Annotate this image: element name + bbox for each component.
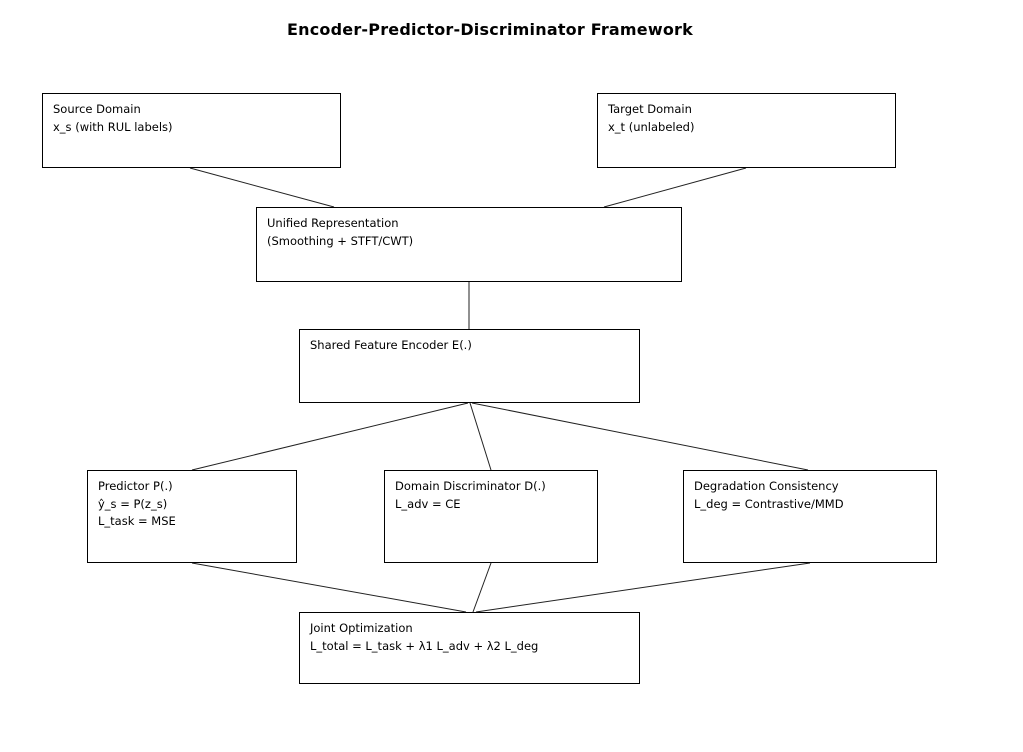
diagram-title: Encoder-Predictor-Discriminator Framewor… (287, 20, 693, 39)
edge-predictor-to-joint (191, 562, 467, 613)
node-domain-discriminator-loss: L_adv = CE (395, 496, 461, 511)
node-domain-discriminator-label: Domain Discriminator D(.) (395, 479, 546, 493)
node-target-domain-detail: x_t (unlabeled) (608, 119, 695, 134)
node-predictor-label: Predictor P(.) (98, 479, 173, 493)
node-shared-feature-encoder: Shared Feature Encoder E(.) (299, 329, 640, 403)
node-unified-representation-detail: (Smoothing + STFT/CWT) (267, 233, 414, 248)
node-source-domain: Source Domain x_s (with RUL labels) (42, 93, 341, 168)
edge-encoder-to-degradation (471, 402, 809, 471)
node-predictor: Predictor P(.) ŷ_s = P(z_s) L_task = MSE (87, 470, 297, 563)
node-predictor-loss: L_task = MSE (98, 514, 176, 528)
edge-degradation-to-joint (475, 562, 811, 613)
edge-encoder-to-discriminator (469, 402, 492, 471)
node-degradation-consistency-label: Degradation Consistency (694, 479, 839, 493)
node-domain-discriminator: Domain Discriminator D(.) L_adv = CE (384, 470, 598, 563)
edge-source-to-unified (189, 167, 335, 208)
node-source-domain-label: Source Domain (53, 102, 141, 116)
node-predictor-formula: ŷ_s = P(z_s) (98, 496, 168, 511)
node-joint-optimization-formula: L_total = L_task + λ1 L_adv + λ2 L_deg (310, 638, 539, 653)
node-unified-representation: Unified Representation (Smoothing + STFT… (256, 207, 682, 282)
edge-discriminator-to-joint (472, 562, 492, 613)
node-degradation-consistency: Degradation Consistency L_deg = Contrast… (683, 470, 937, 563)
node-target-domain-label: Target Domain (608, 102, 692, 116)
node-source-domain-detail: x_s (with RUL labels) (53, 119, 173, 134)
edge-encoder-to-predictor (191, 402, 469, 471)
node-target-domain: Target Domain x_t (unlabeled) (597, 93, 896, 168)
node-degradation-consistency-loss: L_deg = Contrastive/MMD (694, 496, 844, 511)
edge-target-to-unified (603, 167, 747, 208)
node-shared-feature-encoder-label: Shared Feature Encoder E(.) (310, 338, 472, 352)
node-joint-optimization-label: Joint Optimization (310, 621, 413, 635)
node-joint-optimization: Joint Optimization L_total = L_task + λ1… (299, 612, 640, 684)
node-unified-representation-label: Unified Representation (267, 216, 399, 230)
